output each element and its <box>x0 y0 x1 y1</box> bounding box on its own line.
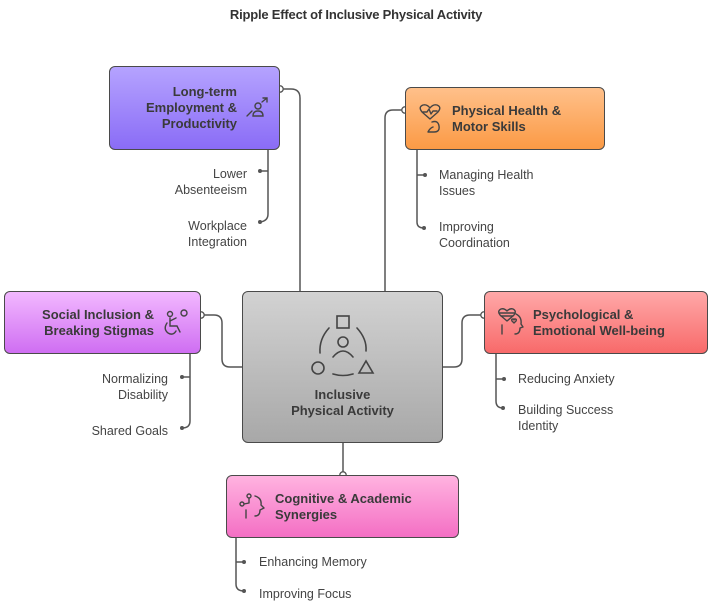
bullet-dot <box>423 173 427 177</box>
node-label: Inclusive Physical Activity <box>291 387 394 418</box>
wheelchair-ball-icon <box>164 308 188 335</box>
link-center-social <box>204 314 242 368</box>
link-center-physical <box>384 109 402 291</box>
node-label: Social Inclusion & Breaking Stigmas <box>42 306 154 338</box>
bullet-dot <box>422 226 426 230</box>
node-physical-health[interactable]: Physical Health & Motor Skills <box>405 87 605 150</box>
link-physical-items <box>416 150 425 229</box>
node-label: Cognitive & Academic Synergies <box>275 490 412 522</box>
bullet-dot <box>258 220 262 224</box>
node-employment[interactable]: Long-term Employment & Productivity <box>109 66 280 150</box>
node-center[interactable]: Inclusive Physical Activity <box>242 291 443 443</box>
link-center-psychological <box>443 314 481 368</box>
link-social-items <box>181 354 191 429</box>
head-heart-icon <box>498 307 524 335</box>
bullet-dot <box>502 377 506 381</box>
bullet-dot <box>180 426 184 430</box>
sub-item-reducing-anxiety: Reducing Anxiety <box>518 372 615 386</box>
link-center-employment <box>283 88 301 291</box>
node-psychological[interactable]: Psychological & Emotional Well-being <box>484 291 708 354</box>
diagram-title: Ripple Effect of Inclusive Physical Acti… <box>229 7 483 22</box>
node-cognitive[interactable]: Cognitive & Academic Synergies <box>226 475 459 538</box>
bullet-dot <box>242 560 246 564</box>
bullet-dot <box>242 589 246 593</box>
sub-item-enhancing-memory: Enhancing Memory <box>259 555 367 569</box>
heart-muscle-icon <box>419 103 441 133</box>
head-idea-icon <box>239 492 265 519</box>
link-psychological-items <box>495 354 504 409</box>
bullet-dot <box>180 375 184 379</box>
link-cognitive-items <box>235 538 245 592</box>
bullet-dot <box>258 169 262 173</box>
career-growth-icon <box>246 97 268 117</box>
node-label: Psychological & Emotional Well-being <box>533 306 665 338</box>
sub-item-shared-goals: Shared Goals <box>91 424 168 438</box>
bullet-dot <box>501 406 505 410</box>
node-social-inclusion[interactable]: Social Inclusion & Breaking Stigmas <box>4 291 201 354</box>
inclusion-shapes-icon <box>310 315 374 377</box>
sub-item-improving-focus: Improving Focus <box>259 587 352 601</box>
link-employment-items <box>259 150 269 223</box>
node-label: Long-term Employment & Productivity <box>145 84 237 131</box>
node-label: Physical Health & Motor Skills <box>452 102 562 134</box>
